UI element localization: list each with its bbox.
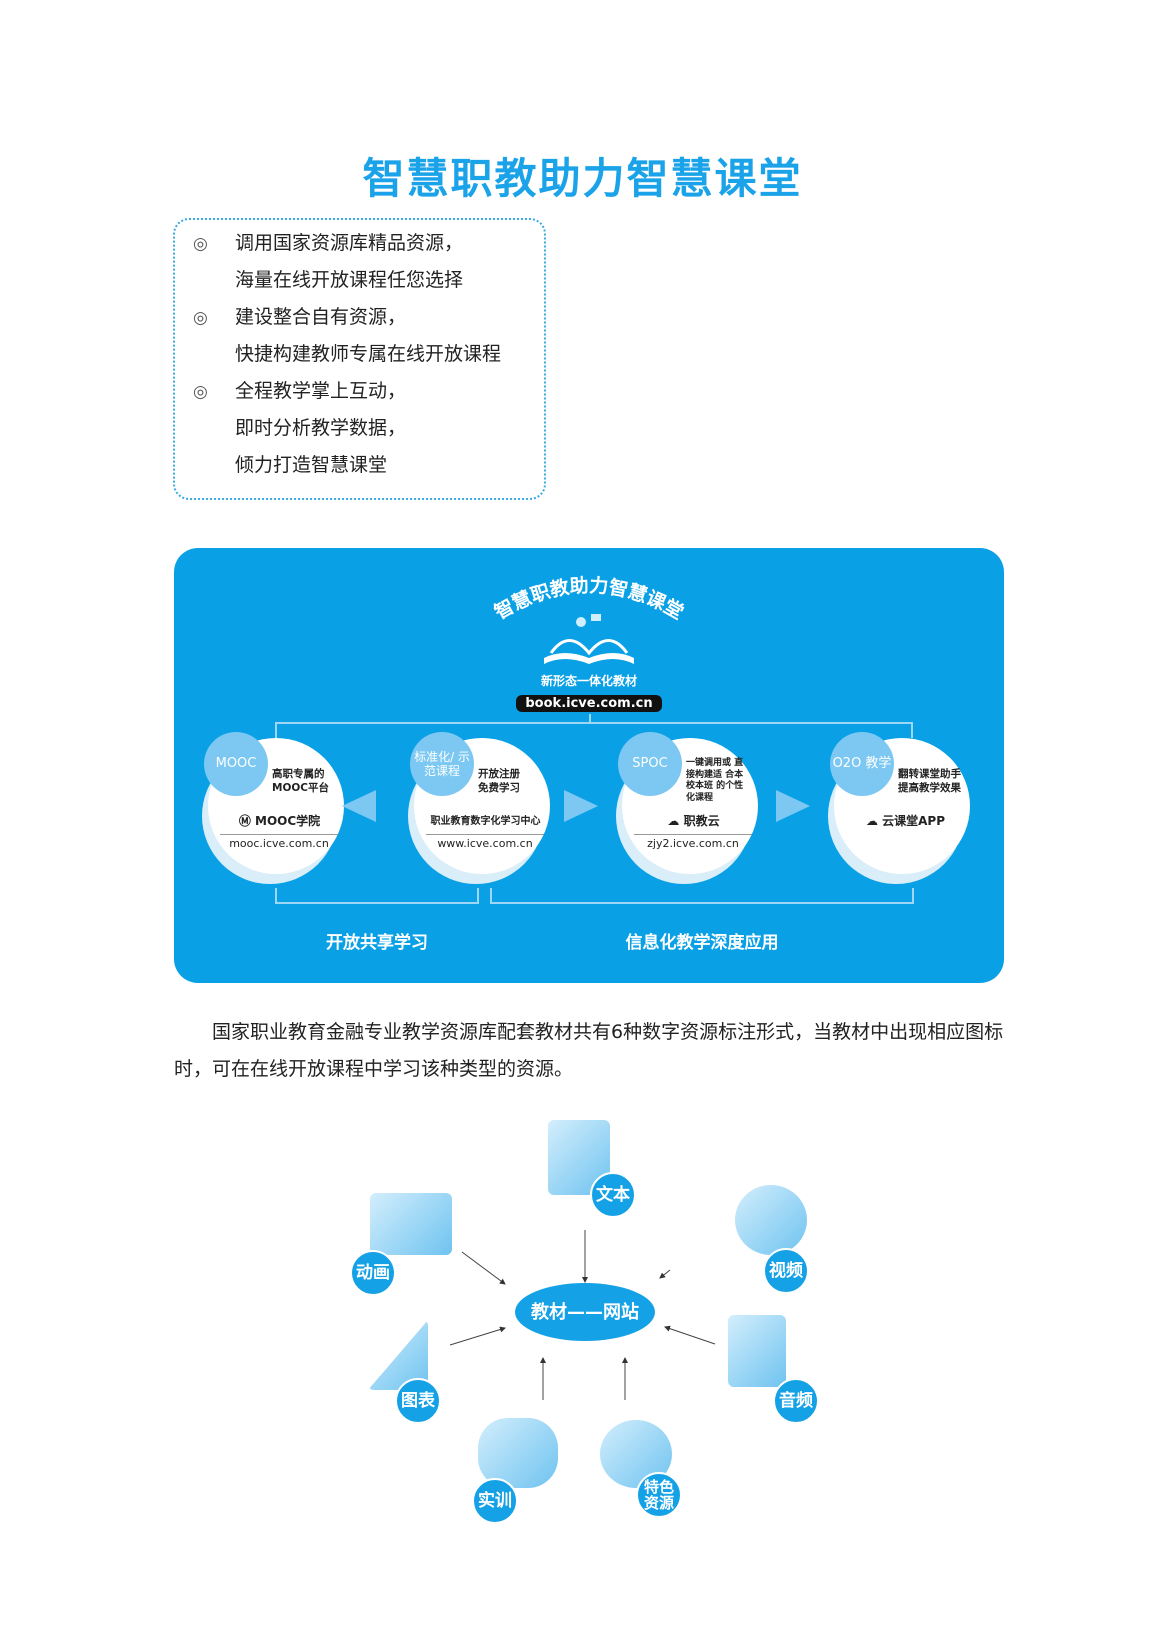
page-title: 智慧职教助力智慧课堂 xyxy=(362,154,803,203)
bullet-item: ◎调用国家资源库精品资源， xyxy=(193,232,464,254)
node-url: www.icve.com.cn xyxy=(426,834,544,850)
label-video[interactable]: 视频 xyxy=(763,1248,809,1294)
label-chart[interactable]: 图表 xyxy=(395,1378,441,1424)
practice-people-icon xyxy=(478,1418,558,1488)
node-brand: ☁ 职教云 xyxy=(667,814,720,828)
node-spoc[interactable]: SPOC 一键调用或 直接构建适 合本校本班 的个性化课程 ☁ 职教云 zjy2… xyxy=(618,732,758,874)
label-animation[interactable]: 动画 xyxy=(350,1250,396,1296)
arrow-right-icon xyxy=(776,790,810,822)
node-o2o[interactable]: O2O 教学 翻转课堂助手 提高教学效果 ☁ 云课堂APP xyxy=(830,732,970,874)
node-tag: SPOC xyxy=(618,732,682,796)
bullet-line: 即时分析教学数据， xyxy=(235,417,407,439)
label-special[interactable]: 特色 资源 xyxy=(636,1472,682,1518)
connector-line xyxy=(275,722,913,738)
audio-note-icon xyxy=(728,1315,786,1387)
node-brand: 职业教育数字化学习中心 xyxy=(430,816,541,827)
animation-monitor-icon xyxy=(370,1193,452,1255)
label-text[interactable]: 文本 xyxy=(590,1172,636,1218)
node-tag: 标准化/ 示范课程 xyxy=(410,732,474,796)
center-label: 教材——网站 xyxy=(531,1302,639,1323)
bullet-line: 海量在线开放课程任您选择 xyxy=(235,269,464,291)
body-paragraph: 国家职业教育金融专业教学资源库配套教材共有6种数字资源标注形式，当教材中出现相应… xyxy=(174,1021,1004,1080)
bracket-left xyxy=(275,888,479,904)
bracket-right xyxy=(490,888,914,904)
feature-box: ◎调用国家资源库精品资源， 海量在线开放课程任您选择 ◎建设整合自有资源， 快捷… xyxy=(173,218,546,500)
connector-stem xyxy=(589,714,591,722)
resource-diagram: 教材——网站 文本 视频 音频 特色 资源 实训 图表 动画 xyxy=(0,1100,1165,1637)
node-mooc[interactable]: MOOC 高职专属的 MOOC平台 Ⓜ MOOC学院 mooc.icve.com… xyxy=(204,732,344,874)
video-film-icon xyxy=(735,1185,807,1255)
node-desc: 开放注册 免费学习 xyxy=(478,768,520,794)
bullet-item: ◎建设整合自有资源， xyxy=(193,306,407,328)
book-url[interactable]: book.icve.com.cn xyxy=(516,695,662,712)
node-brand: Ⓜ MOOC学院 xyxy=(238,814,321,828)
node-tag: O2O 教学 xyxy=(830,732,894,796)
arrow-right-icon xyxy=(564,790,598,822)
bullet-line: 快捷构建教师专属在线开放课程 xyxy=(235,343,502,365)
bullet-item: ◎全程教学掌上互动， xyxy=(193,380,407,402)
node-tag: MOOC xyxy=(204,732,268,796)
node-standard-course[interactable]: 标准化/ 示范课程 开放注册 免费学习 职业教育数字化学习中心 www.icve… xyxy=(410,732,550,874)
node-desc: 高职专属的 MOOC平台 xyxy=(272,768,330,794)
group-label-right: 信息化教学深度应用 xyxy=(625,933,779,953)
bullet-line: 倾力打造智慧课堂 xyxy=(235,454,388,476)
label-audio[interactable]: 音频 xyxy=(773,1378,819,1424)
arc-title: 智慧职教助力智慧课堂 xyxy=(490,574,687,624)
node-desc: 一键调用或 直接构建适 合本校本班 的个性化课程 xyxy=(686,758,744,804)
node-brand: ☁ 云课堂APP xyxy=(865,814,946,828)
arrow-left-icon xyxy=(342,790,376,822)
book-label: 新形态一体化教材 xyxy=(540,674,637,688)
resource-arrows xyxy=(449,1230,716,1400)
book-icon xyxy=(544,614,634,664)
node-desc: 翻转课堂助手 提高教学效果 xyxy=(898,768,961,794)
platform-diagram: 智慧职教助力智慧课堂 新形态一体化教材 book.icve.com.cn MOO… xyxy=(174,548,1004,983)
node-url: zjy2.icve.com.cn xyxy=(634,834,752,850)
node-url: mooc.icve.com.cn xyxy=(220,834,338,850)
label-practice[interactable]: 实训 xyxy=(472,1478,518,1524)
group-label-left: 开放共享学习 xyxy=(326,933,428,953)
